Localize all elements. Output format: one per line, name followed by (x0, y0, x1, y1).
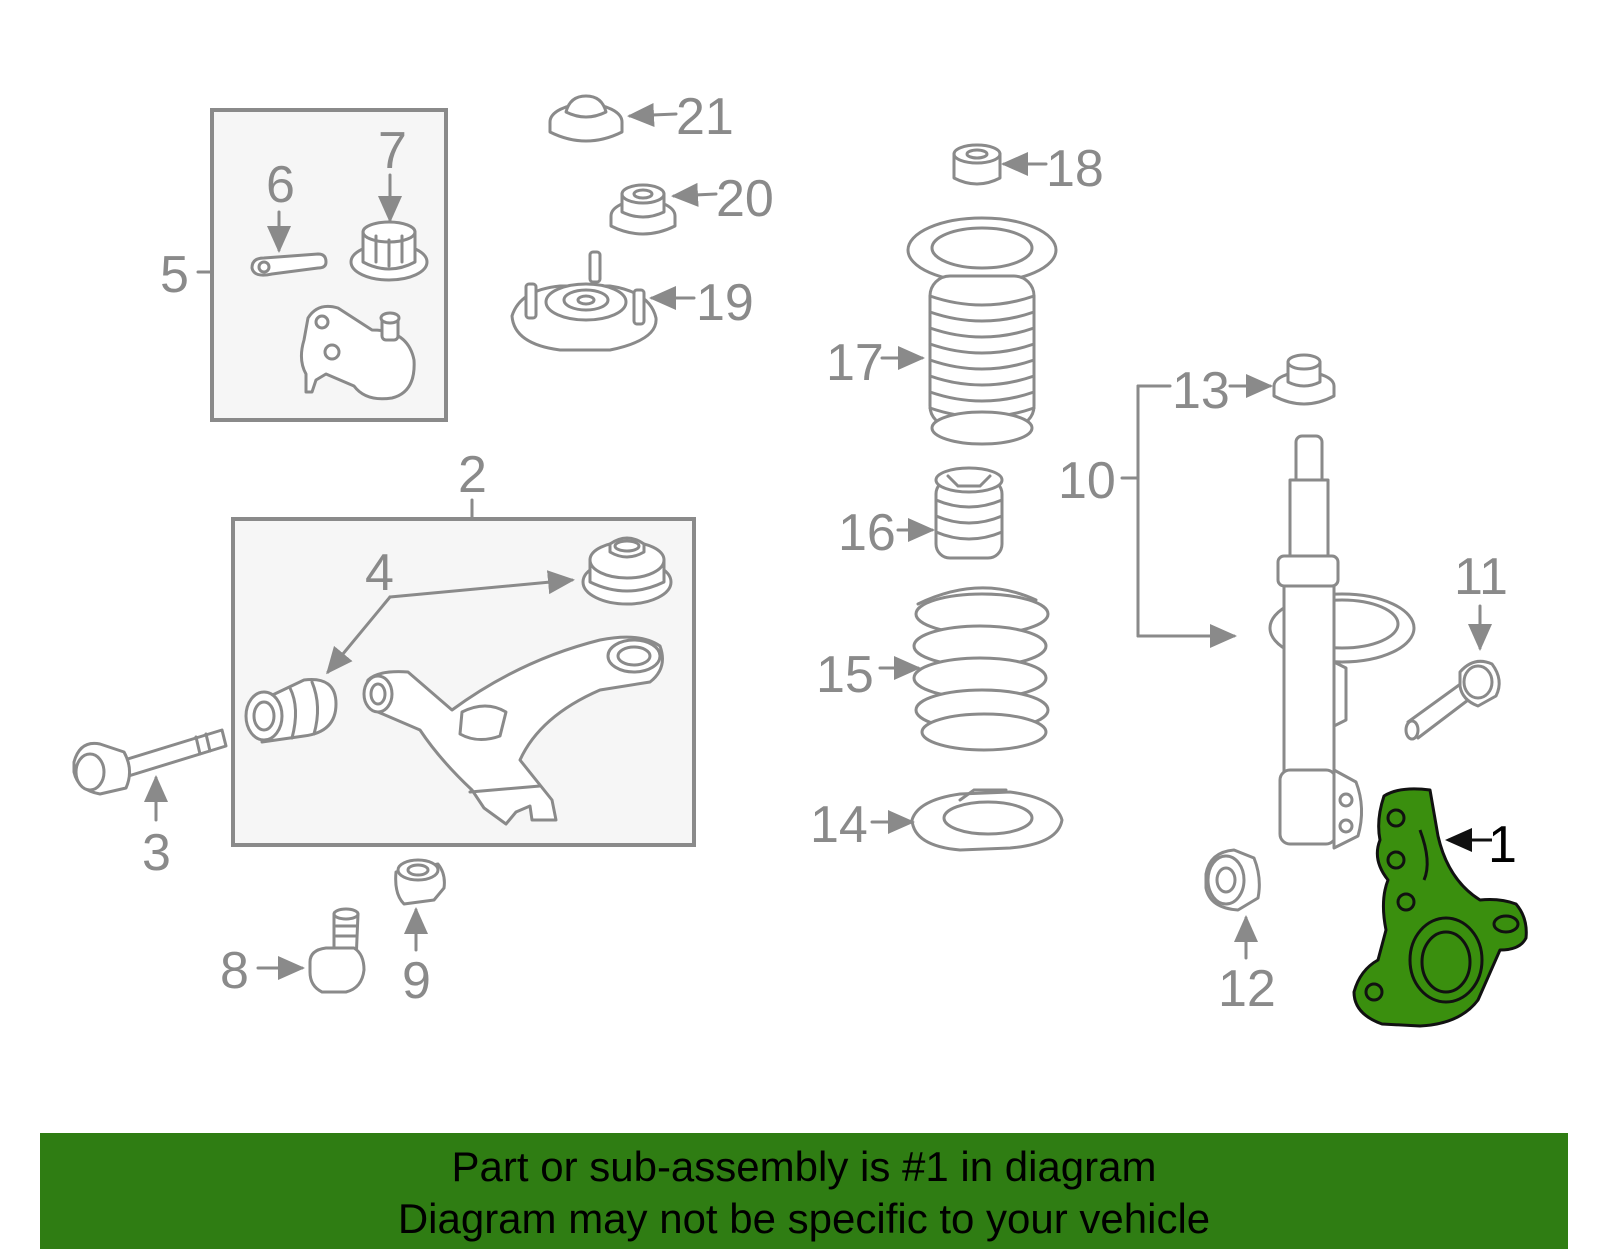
strut-nut-part[interactable] (609, 183, 677, 236)
ball-joint-part[interactable] (299, 304, 416, 401)
knuckle-nut-part[interactable] (1204, 848, 1261, 912)
strut-bolt-part[interactable] (1404, 659, 1501, 741)
strut-assembly-part[interactable] (1268, 434, 1416, 850)
callout-8[interactable]: 8 (220, 942, 249, 1000)
callout-17[interactable]: 17 (826, 334, 884, 392)
steering-knuckle-part[interactable] (1352, 787, 1528, 1028)
callout-9[interactable]: 9 (402, 952, 431, 1010)
callout-18[interactable]: 18 (1046, 140, 1104, 198)
coil-spring-part[interactable] (912, 586, 1050, 752)
callout-7[interactable]: 7 (378, 122, 407, 180)
callout-21[interactable]: 21 (676, 88, 734, 146)
callout-3[interactable]: 3 (142, 824, 171, 882)
arm-nut-part[interactable] (394, 858, 446, 906)
banner-line-1: Part or sub-assembly is #1 in diagram (451, 1143, 1157, 1190)
ball-joint-bolt-part[interactable] (308, 907, 366, 994)
dust-boot-part[interactable] (906, 216, 1058, 446)
control-arm-part[interactable] (362, 635, 664, 826)
callout-19[interactable]: 19 (696, 274, 754, 332)
callout-1[interactable]: 1 (1488, 816, 1517, 874)
banner-line-2: Diagram may not be specific to your vehi… (397, 1195, 1211, 1242)
bump-stop-cap-part[interactable] (952, 143, 1002, 186)
bump-stop-part[interactable] (934, 466, 1004, 560)
castle-nut-part[interactable] (349, 220, 429, 282)
callout-12[interactable]: 12 (1218, 960, 1276, 1018)
callout-4[interactable]: 4 (365, 544, 394, 602)
callout-16[interactable]: 16 (838, 504, 896, 562)
callout-20[interactable]: 20 (716, 170, 774, 228)
dust-cap-part[interactable] (548, 94, 624, 143)
callout-11[interactable]: 11 (1454, 548, 1508, 606)
arm-bolt-part[interactable] (72, 728, 228, 796)
callout-6[interactable]: 6 (266, 156, 295, 214)
rear-bushing-part[interactable] (581, 536, 673, 606)
notice-banner: Part or sub-assembly is #1 in diagram Di… (40, 1133, 1568, 1249)
callout-15[interactable]: 15 (816, 646, 874, 704)
front-bushing-part[interactable] (244, 678, 338, 744)
strut-top-nut-part[interactable] (1272, 353, 1336, 406)
cotter-pin-part[interactable] (250, 252, 328, 277)
spring-insulator-part[interactable] (910, 788, 1064, 852)
callout-2[interactable]: 2 (458, 446, 487, 504)
callout-10[interactable]: 10 (1058, 452, 1116, 510)
callout-5[interactable]: 5 (160, 246, 189, 304)
callout-14[interactable]: 14 (810, 796, 868, 854)
strut-mount-part[interactable] (510, 250, 658, 352)
callout-13[interactable]: 13 (1172, 362, 1230, 420)
